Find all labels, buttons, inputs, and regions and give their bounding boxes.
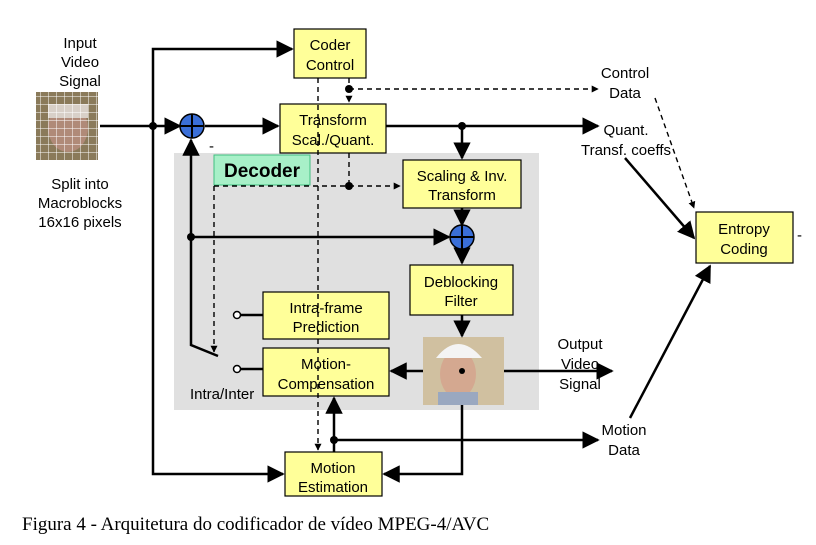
minus-sign: - xyxy=(209,138,214,155)
input-label-line3: Signal xyxy=(59,73,101,90)
scaling-block xyxy=(402,159,522,209)
entropy-coding-block xyxy=(695,211,794,264)
intra-inter-label: Intra/Inter xyxy=(190,386,254,403)
split-label-line2: Macroblocks xyxy=(38,195,122,212)
scaling-line1: Scaling & Inv. xyxy=(417,168,508,185)
junction-dots xyxy=(149,85,466,444)
subtract-adder xyxy=(179,113,205,139)
signal-lines xyxy=(100,40,712,483)
output-line2: Video xyxy=(561,356,599,373)
coder-control-line2: Control xyxy=(306,57,354,74)
figure-caption: Figura 4 - Arquitetura do codificador de… xyxy=(22,514,489,535)
transform-line2: Scal./Quant. xyxy=(292,132,375,149)
entropy-line1: Entropy xyxy=(718,221,770,238)
split-label-line3: 16x16 pixels xyxy=(38,214,121,231)
motion-comp-line1: Motion- xyxy=(301,356,351,373)
decoder-label-box xyxy=(213,154,311,186)
entropy-line2: Coding xyxy=(720,241,768,258)
control-data-line2: Data xyxy=(609,85,641,102)
inter-terminal xyxy=(232,364,242,374)
intra-line2: Prediction xyxy=(293,319,360,336)
transform-block xyxy=(279,103,387,154)
transform-line1: Transform xyxy=(299,112,367,129)
input-frame-image xyxy=(36,92,98,160)
motion-comp-line2: Compensation xyxy=(278,376,375,393)
deblocking-block xyxy=(409,264,514,316)
coder-control-line1: Coder xyxy=(310,37,351,54)
deblocking-line2: Filter xyxy=(444,293,477,310)
deblocking-line1: Deblocking xyxy=(424,274,498,291)
decoder-label: Decoder xyxy=(224,161,301,182)
motion-data-line2: Data xyxy=(608,442,640,459)
quant-line1: Quant. xyxy=(603,122,648,139)
coder-control-block xyxy=(293,28,367,79)
motion-est-line1: Motion xyxy=(310,460,355,477)
scaling-line2: Transform xyxy=(428,187,496,204)
input-label-line1: Input xyxy=(63,35,97,52)
reconstruction-adder xyxy=(449,224,475,250)
control-data-line1: Control xyxy=(601,65,649,82)
motion-estimation-block xyxy=(284,451,383,497)
input-label-line2: Video xyxy=(61,54,99,71)
split-label-line1: Split into xyxy=(51,176,109,193)
entropy-output-dash: - xyxy=(797,227,802,244)
motion-est-line2: Estimation xyxy=(298,479,368,496)
intra-terminal xyxy=(232,310,242,320)
motion-data-line1: Motion xyxy=(601,422,646,439)
control-lines xyxy=(210,78,696,451)
output-line1: Output xyxy=(557,336,603,353)
output-line3: Signal xyxy=(559,376,601,393)
quant-line2: Transf. coeffs xyxy=(581,142,671,159)
motion-compensation-block xyxy=(262,347,390,397)
intra-line1: Intra-frame xyxy=(289,300,362,317)
